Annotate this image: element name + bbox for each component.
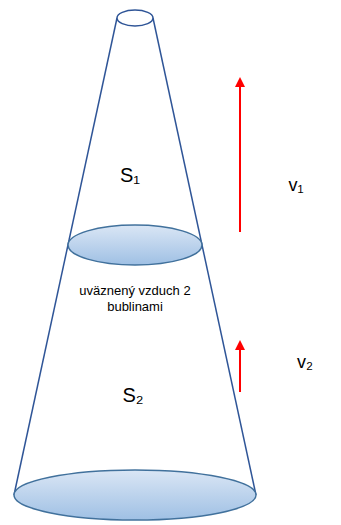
area-label: S₁	[110, 163, 150, 188]
velocity-label: v₂	[285, 351, 325, 374]
bubble-s2	[14, 470, 256, 520]
velocity-label: v₁	[276, 174, 316, 197]
velocity-arrow	[239, 82, 241, 232]
top-opening	[117, 10, 153, 26]
bubble-s1	[68, 225, 202, 265]
velocity-arrow	[239, 345, 241, 392]
area-label: S₂	[113, 383, 153, 408]
region-label: uväznený vzduch 2 bublinami	[69, 283, 201, 316]
